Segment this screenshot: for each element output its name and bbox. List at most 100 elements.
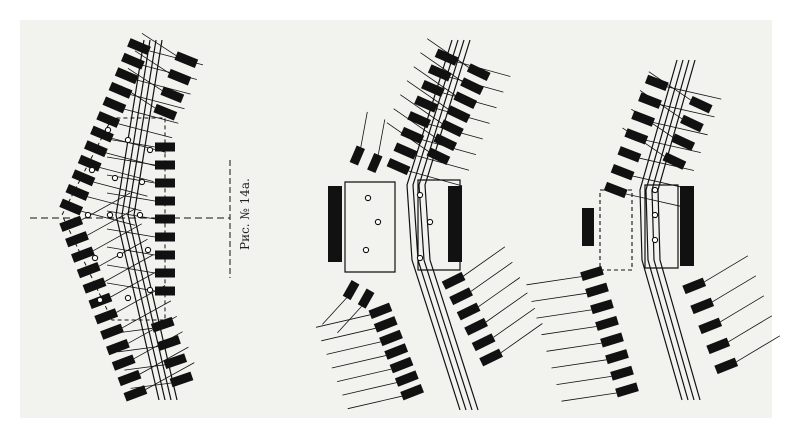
hatch-line — [337, 368, 392, 382]
hatch-line — [120, 85, 156, 109]
building-lot — [680, 114, 704, 133]
hatch-line — [646, 140, 701, 153]
hatch-line — [118, 346, 159, 353]
building-lot — [580, 266, 604, 281]
hatch-line — [551, 359, 607, 369]
hatch-line — [639, 157, 694, 171]
hatch-line — [98, 238, 148, 267]
hatch-line — [87, 196, 142, 212]
hatch-line — [130, 94, 185, 110]
hatch-line — [99, 167, 154, 182]
hatch-line — [561, 392, 617, 402]
hatch-line — [130, 382, 172, 389]
hatch-line — [667, 86, 722, 100]
building-lot — [155, 178, 175, 188]
hatch-line — [531, 292, 587, 302]
hatch-line — [712, 275, 757, 303]
building-lot — [123, 385, 148, 402]
building-lot — [427, 64, 452, 82]
road-line — [127, 39, 172, 401]
hatch-line — [639, 90, 683, 120]
building-lot — [434, 48, 459, 66]
building-lot — [386, 158, 411, 176]
road-line — [657, 59, 701, 401]
building-lot — [155, 268, 175, 278]
road-line — [418, 39, 473, 411]
hatch-line — [122, 300, 172, 329]
building-lot — [65, 183, 90, 201]
hatch-line — [360, 111, 368, 148]
hatch-line — [106, 138, 156, 148]
building-lot — [466, 63, 491, 82]
building-lot — [644, 74, 669, 92]
figure-caption: Рис. № 14а. — [238, 178, 252, 250]
right-square — [417, 179, 461, 271]
hatch-line — [110, 269, 160, 298]
hatch-line — [377, 119, 386, 155]
hatch-line — [326, 341, 381, 355]
road-line — [133, 39, 178, 401]
hatch-line — [93, 223, 142, 252]
tree-dot — [124, 294, 132, 302]
building-lot — [96, 111, 121, 128]
building-lot — [384, 343, 409, 360]
building-lot — [671, 133, 696, 151]
building-lot — [160, 86, 185, 103]
building-lot — [100, 323, 124, 340]
hatch-line — [342, 382, 397, 396]
left-square — [599, 189, 633, 271]
tree-dot — [651, 211, 659, 219]
building-lot — [153, 103, 178, 121]
building-block — [448, 186, 462, 262]
tree-dot — [374, 218, 382, 226]
building-lot — [453, 91, 478, 110]
tree-dot — [124, 136, 132, 144]
tree-dot — [364, 194, 372, 202]
hatch-line — [127, 67, 163, 91]
hatch-line — [493, 307, 536, 338]
building-lot — [585, 282, 609, 298]
hatch-line — [104, 254, 154, 282]
left-square — [344, 181, 396, 273]
plan-right — [526, 59, 781, 402]
building-lot — [638, 92, 662, 109]
hatch-line — [93, 181, 148, 197]
building-lot — [688, 95, 713, 114]
hatch-line — [141, 32, 177, 56]
building-lot — [157, 335, 181, 351]
building-lot — [698, 317, 723, 335]
building-lot — [127, 38, 151, 56]
hatch-line — [408, 170, 463, 187]
hatch-line — [736, 335, 781, 363]
hatch-line — [420, 52, 463, 82]
building-lot — [84, 140, 108, 158]
hatch-line — [485, 292, 528, 323]
hatch-line — [331, 355, 387, 369]
tree-dot — [106, 211, 114, 219]
hatch-line — [124, 108, 179, 124]
hatch-line — [541, 326, 597, 336]
building-lot — [65, 231, 89, 248]
hatch-line — [704, 255, 749, 283]
building-lot — [77, 154, 102, 172]
tree-dot — [138, 178, 146, 186]
tree-dot — [651, 236, 659, 244]
tree-dot — [136, 211, 144, 219]
hatch-line — [536, 309, 592, 319]
building-lot — [155, 250, 175, 260]
building-lot — [400, 384, 424, 401]
building-lot — [389, 356, 414, 374]
hatch-line — [386, 122, 429, 152]
building-lot — [155, 142, 175, 152]
tree-dot — [416, 191, 424, 199]
building-lot — [59, 198, 84, 216]
tree-dot — [362, 246, 370, 254]
building-lot — [71, 169, 96, 187]
hatch-line — [660, 104, 715, 118]
building-lot — [373, 316, 398, 333]
building-lot — [714, 357, 739, 375]
building-lot — [610, 164, 635, 181]
road-line — [115, 39, 160, 401]
hatch-line — [106, 228, 156, 238]
